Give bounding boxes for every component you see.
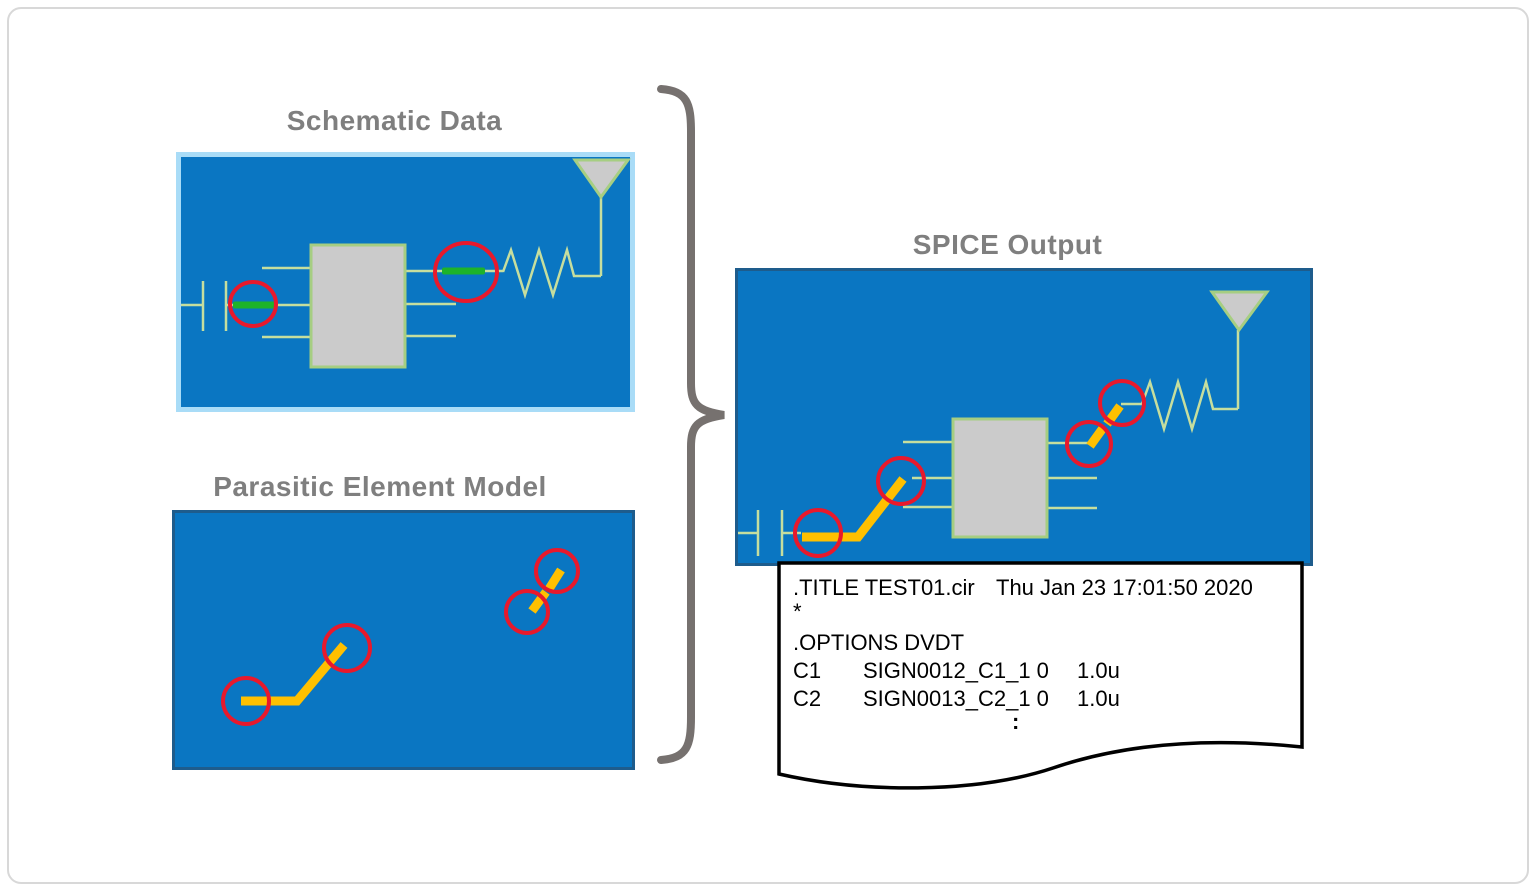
netlist-continuation-dots: : — [1012, 709, 1020, 734]
ic-chip-icon — [951, 417, 1049, 539]
highlight-circle-red — [876, 456, 926, 506]
netlist-c1-node: SIGN0012_C1_1 0 — [863, 658, 1049, 683]
netlist-c1-ref: C1 — [793, 658, 822, 683]
curly-brace — [657, 85, 725, 764]
netlist-title-directive: .TITLE TEST01.cir — [793, 575, 975, 600]
schematic-panel-title: Schematic Data — [286, 105, 503, 136]
highlight-circle-red — [322, 623, 372, 673]
parasitic-panel-title: Parasitic Element Model — [213, 471, 547, 502]
netlist-c2-value: 1.0u — [1077, 686, 1120, 711]
net-highlight-green — [442, 267, 485, 275]
ic-left-pins — [903, 440, 953, 509]
antenna-icon — [1209, 290, 1270, 333]
torn-paper-document — [777, 561, 1304, 790]
net-highlight-green — [233, 301, 276, 309]
resistor-icon — [1140, 377, 1238, 434]
schematic-panel — [176, 152, 635, 412]
antenna-icon — [572, 158, 631, 200]
resistor-icon — [501, 245, 601, 300]
ic-chip-icon — [309, 243, 407, 369]
parasitic-panel-background — [172, 510, 635, 770]
spice-panel-title: SPICE Output — [912, 229, 1103, 260]
highlight-circle-red — [534, 548, 580, 594]
netlist-c1-value: 1.0u — [1077, 658, 1120, 683]
parasitic-trace-yellow — [528, 589, 550, 614]
highlight-circle-red — [793, 508, 843, 558]
highlight-circle-red — [504, 589, 550, 635]
netlist-c2-node: SIGN0013_C2_1 0 — [863, 686, 1049, 711]
highlight-circle-red — [433, 241, 499, 303]
highlight-circle-red — [1098, 379, 1146, 427]
netlist-timestamp: Thu Jan 23 17:01:50 2020 — [996, 575, 1253, 600]
ic-left-pin-stubs — [262, 266, 311, 339]
parasitic-panel — [172, 510, 635, 770]
parasitic-trace-yellow — [545, 567, 565, 592]
spice-panel — [735, 268, 1313, 566]
highlight-circle-red — [1065, 420, 1113, 468]
netlist-comment-line: * — [793, 599, 802, 624]
highlight-circle-red — [221, 676, 271, 726]
parasitic-trace-yellow — [1086, 425, 1107, 449]
netlist-options-directive: .OPTIONS DVDT — [793, 630, 965, 655]
highlight-circle-red — [228, 280, 278, 328]
netlist-c2-ref: C2 — [793, 686, 822, 711]
